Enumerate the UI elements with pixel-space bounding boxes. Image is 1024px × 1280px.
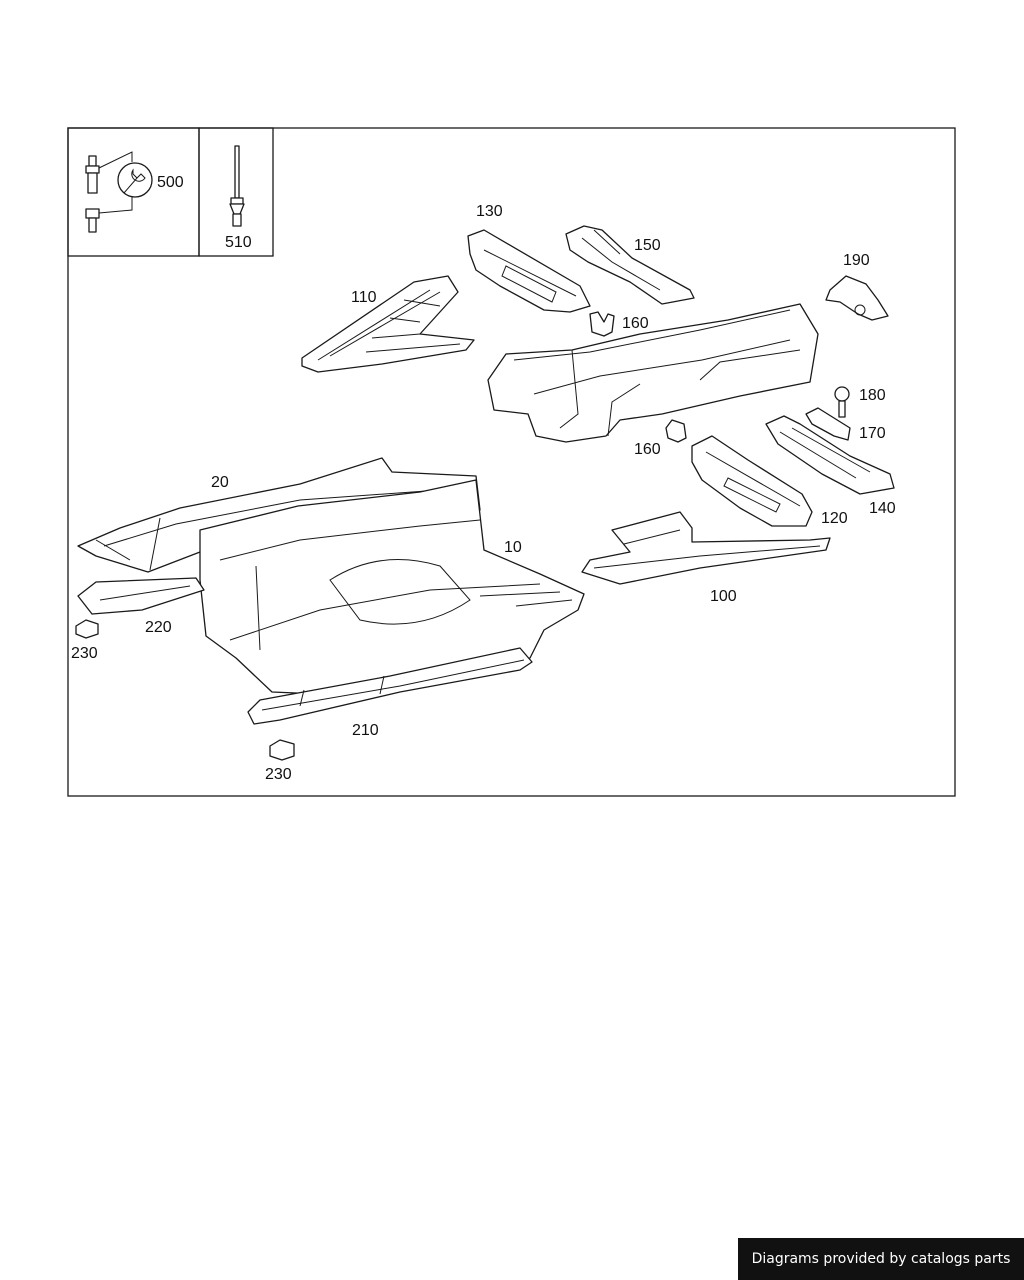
callout-160-lower: 160 [634, 441, 661, 458]
part-130 [467, 229, 591, 313]
callout-220: 220 [145, 619, 172, 636]
part-230-bottom [269, 739, 295, 761]
callout-100: 100 [710, 588, 737, 605]
part-140 [765, 415, 895, 495]
callout-170: 170 [859, 425, 886, 442]
callout-230-bottom: 230 [265, 766, 292, 783]
part-190 [825, 275, 889, 321]
part-160-lower [665, 419, 687, 443]
diagram-credit-badge: Diagrams provided by catalogs parts [738, 1238, 1024, 1280]
callout-510: 510 [225, 234, 252, 251]
part-210 [247, 647, 533, 725]
part-220 [77, 577, 205, 615]
part-160-upper [589, 311, 615, 337]
callout-160-upper: 160 [622, 315, 649, 332]
part-230-left [75, 619, 99, 639]
callout-150: 150 [634, 237, 661, 254]
callout-210: 210 [352, 722, 379, 739]
callout-180: 180 [859, 387, 886, 404]
callout-190: 190 [843, 252, 870, 269]
part-150 [565, 225, 695, 305]
callout-120: 120 [821, 510, 848, 527]
callout-500: 500 [157, 174, 184, 191]
callout-10: 10 [504, 539, 522, 556]
part-170 [805, 407, 851, 441]
callout-230-left: 230 [71, 645, 98, 662]
part-120 [691, 435, 813, 527]
callout-130: 130 [476, 203, 503, 220]
inset-box-510 [198, 127, 274, 257]
wrench-icon [117, 162, 153, 198]
front-floor-assembly [487, 303, 819, 443]
callout-140: 140 [869, 500, 896, 517]
bolt-nut-kit-500 [85, 151, 133, 233]
callout-110: 110 [351, 289, 377, 306]
part-100 [581, 511, 831, 585]
part-110 [301, 275, 475, 373]
part-10 [199, 479, 585, 695]
stud-bolt-510 [229, 145, 245, 227]
diagram-frame [67, 127, 956, 797]
callout-20: 20 [211, 474, 229, 491]
part-180 [834, 386, 850, 418]
